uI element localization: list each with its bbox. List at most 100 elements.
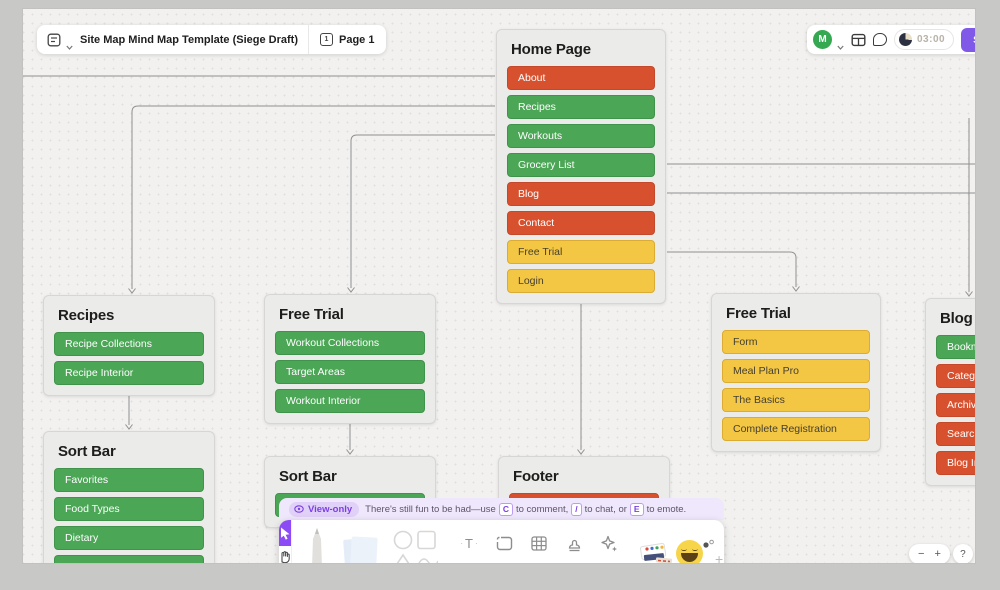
hand-tool-button[interactable] [279, 546, 291, 563]
node-item-about[interactable]: About [507, 66, 655, 90]
ai-sparkle-tool-button[interactable] [596, 531, 622, 557]
canvas-world: Home Page About Recipes Workouts Grocery… [23, 9, 975, 564]
node-recipes[interactable]: Recipes Recipe Collections Recipe Interi… [43, 295, 215, 396]
node-item-bookmarks[interactable]: Bookmarks [936, 335, 975, 359]
node-free-trial-right[interactable]: Free Trial Form Meal Plan Pro The Basics… [711, 293, 881, 452]
handle-dot: · [474, 539, 478, 548]
page-icon: 1 [320, 33, 333, 46]
node-item-grocery-list[interactable]: Grocery List [507, 153, 655, 177]
node-item-recipe-interior[interactable]: Recipe Interior [54, 361, 204, 385]
node-item-contact[interactable]: Contact [507, 211, 655, 235]
node-item-partial[interactable] [54, 555, 204, 563]
node-item-workout-interior[interactable]: Workout Interior [275, 389, 425, 413]
node-title: Free Trial [279, 306, 344, 323]
node-item-dietary[interactable]: Dietary [54, 526, 204, 550]
file-title[interactable]: Site Map Mind Map Template (Siege Draft) [80, 33, 298, 46]
node-title: Sort Bar [279, 468, 337, 485]
arrowhead [965, 291, 973, 297]
node-item-favorites[interactable]: Favorites [54, 468, 204, 492]
stickers-tool[interactable]: + [632, 520, 733, 564]
comment-icon[interactable] [873, 33, 887, 46]
connector-lines [23, 75, 975, 455]
node-item-categories[interactable]: Categories [936, 364, 975, 388]
file-header: Site Map Mind Map Template (Siege Draft)… [37, 25, 387, 54]
handle-dot: · [460, 539, 464, 548]
laughing-emoji-sticker [676, 540, 703, 563]
node-item-blog[interactable]: Blog [507, 182, 655, 206]
node-item-workouts[interactable]: Workouts [507, 124, 655, 148]
node-item-login[interactable]: Login [507, 269, 655, 293]
node-blog[interactable]: Blog Bookmarks Categories Archives Searc… [925, 298, 975, 486]
node-title: Home Page [511, 41, 591, 58]
banner-text: to emote. [646, 503, 687, 515]
layout-grid-icon[interactable] [851, 33, 866, 47]
avatar[interactable]: M [813, 30, 832, 49]
zoom-out-button[interactable]: − [918, 548, 925, 560]
speech-dots-icon [703, 539, 714, 548]
shapes-tool[interactable] [392, 529, 438, 564]
marker-tool[interactable] [306, 527, 328, 564]
timer-widget[interactable]: 03:00 [894, 29, 955, 50]
section-tool-button[interactable] [491, 531, 517, 557]
node-item-form[interactable]: Form [722, 330, 870, 354]
pointer-tool-rail [279, 520, 292, 563]
key-e: E [629, 502, 644, 516]
node-item-recipe-collections[interactable]: Recipe Collections [54, 332, 204, 356]
arrowhead [347, 287, 355, 293]
table-tool-button[interactable] [526, 531, 552, 557]
zoom-pill: − + [909, 544, 950, 563]
key-slash: / [571, 502, 582, 516]
node-home-page[interactable]: Home Page About Recipes Workouts Grocery… [496, 29, 666, 304]
node-item-food-types[interactable]: Food Types [54, 497, 204, 521]
chevron-down-icon[interactable] [66, 37, 73, 50]
help-button[interactable]: ? [952, 544, 973, 563]
node-title: Recipes [58, 307, 115, 324]
view-only-label: View-only [308, 503, 353, 515]
node-item-the-basics[interactable]: The Basics [722, 388, 870, 412]
zoom-controls: − + ? [909, 544, 973, 563]
page-selector[interactable]: Page 1 [339, 33, 375, 46]
node-item-archives[interactable]: Archives [936, 393, 975, 417]
view-only-banner: View-only There's still fun to be had—us… [279, 498, 724, 520]
figjam-file-icon[interactable] [47, 33, 61, 47]
node-sort-bar-left[interactable]: Sort Bar Favorites Food Types Dietary [43, 431, 215, 563]
timer-value: 03:00 [917, 34, 946, 45]
node-title: Footer [513, 468, 559, 485]
timer-clock-icon [899, 33, 912, 46]
chevron-down-icon[interactable] [837, 37, 844, 50]
stamp-tool-button[interactable] [561, 531, 587, 557]
eye-icon [294, 505, 304, 513]
key-c: C [498, 502, 513, 516]
text-tool-button[interactable]: ·T· [456, 531, 482, 557]
sticky-note-tool[interactable] [342, 533, 378, 564]
node-item-target-areas[interactable]: Target Areas [275, 360, 425, 384]
sparkle-icon [600, 535, 617, 552]
more-stickers-plus-icon[interactable]: + [715, 551, 724, 564]
drawing-tools-disabled [292, 520, 446, 564]
banner-text: There's still fun to be had—use [365, 503, 496, 515]
node-item-search[interactable]: Search [936, 422, 975, 446]
arrowhead [792, 286, 800, 292]
connector-free-trial [667, 251, 797, 287]
connector-recipes [131, 105, 495, 289]
select-tool-button[interactable] [279, 520, 291, 546]
emoji-mouth [681, 553, 698, 562]
arrowhead [577, 449, 585, 455]
session-header: M 03:00 Share [807, 25, 975, 54]
node-item-complete-registration[interactable]: Complete Registration [722, 417, 870, 441]
zoom-in-button[interactable]: + [934, 548, 941, 560]
node-item-meal-plan-pro[interactable]: Meal Plan Pro [722, 359, 870, 383]
node-item-workout-collections[interactable]: Workout Collections [275, 331, 425, 355]
node-item-recipes[interactable]: Recipes [507, 95, 655, 119]
share-button[interactable]: Share [961, 27, 975, 52]
node-item-free-trial[interactable]: Free Trial [507, 240, 655, 264]
washi-stickers-icon [640, 542, 673, 563]
stamp-icon [568, 539, 580, 551]
arrowhead [125, 424, 133, 430]
node-title: Blog [940, 310, 973, 327]
view-only-badge: View-only [289, 501, 360, 517]
node-free-trial-mid[interactable]: Free Trial Workout Collections Target Ar… [264, 294, 436, 424]
node-title: Free Trial [726, 305, 791, 322]
node-item-blog-interior[interactable]: Blog Interior [936, 451, 975, 475]
figjam-canvas[interactable]: Home Page About Recipes Workouts Grocery… [22, 8, 976, 564]
